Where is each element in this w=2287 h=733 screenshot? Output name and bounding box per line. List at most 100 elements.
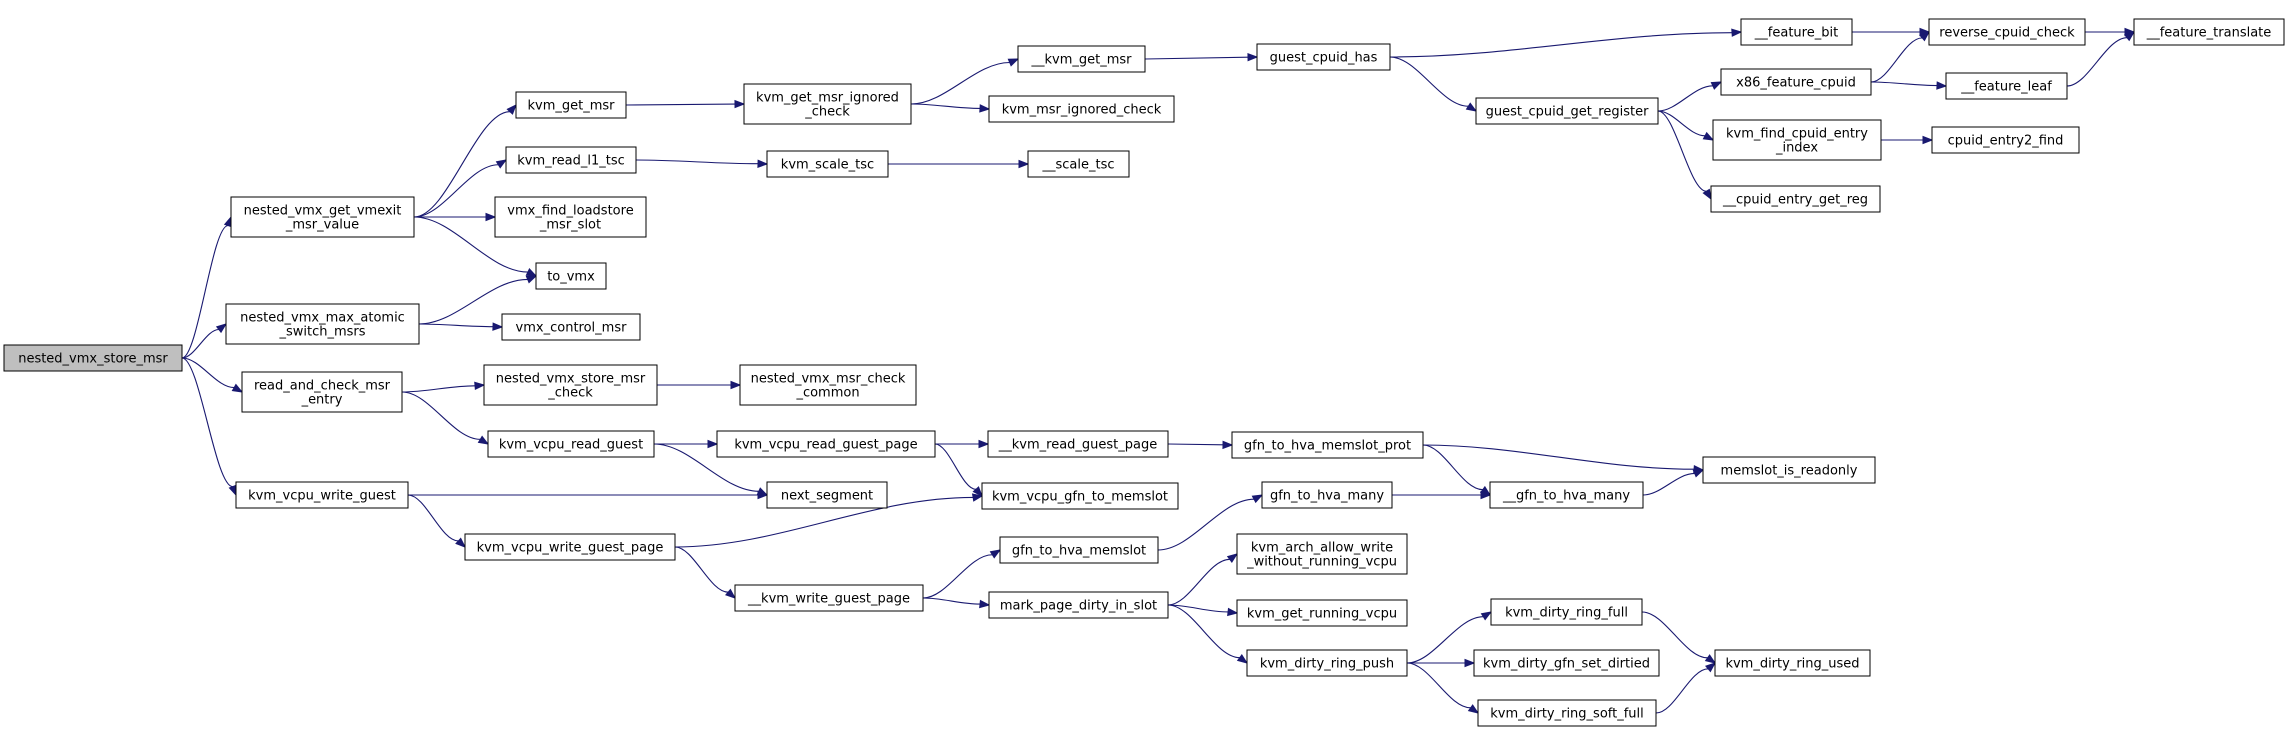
node-read-and-check-msr-entry[interactable]: read_and_check_msr_entry [241, 371, 403, 413]
node-mark-page-dirty-in-slot[interactable]: mark_page_dirty_in_slot [988, 591, 1169, 619]
node-feature-translate[interactable]: __feature_translate [2133, 18, 2285, 46]
node-kvm-msr-ignored-check[interactable]: kvm_msr_ignored_check [988, 95, 1175, 123]
node-kvm-write-guest-page[interactable]: __kvm_write_guest_page [734, 584, 924, 612]
node-kvm-get-msr-ignored-check[interactable]: kvm_get_msr_ignored_check [743, 83, 912, 125]
node-label: kvm_vcpu_write_guest [248, 489, 396, 504]
node-reverse-cpuid-check[interactable]: reverse_cpuid_check [1928, 18, 2086, 46]
node-scale-tsc[interactable]: __scale_tsc [1027, 150, 1130, 178]
edge-arrowhead [474, 381, 486, 391]
node-label: __kvm_write_guest_page [747, 592, 910, 607]
node-label: kvm_vcpu_gfn_to_memslot [992, 490, 1168, 505]
node-box [1702, 456, 1876, 484]
node-kvm-read-l1-tsc[interactable]: kvm_read_l1_tsc [505, 146, 637, 174]
edge-arrowhead [1018, 159, 1030, 169]
edge-line [1657, 85, 1713, 112]
node-gfn-to-hva-memslot-prot[interactable]: gfn_to_hva_memslot_prot [1231, 431, 1424, 459]
node-box [1473, 649, 1660, 677]
node-vmx-control-msr[interactable]: vmx_control_msr [501, 313, 641, 341]
edge-guest-cpuid-get-register-to-kvm-find-cpuid-entry-index [1657, 110, 1715, 141]
edge-arrowhead [1222, 440, 1234, 450]
edge-arrowhead [730, 380, 742, 390]
node-nested-vmx-msr-check-common[interactable]: nested_vmx_msr_check_common [739, 364, 917, 406]
node-gfn-to-hva-memslot[interactable]: gfn_to_hva_memslot [999, 536, 1159, 564]
node-label: __scale_tsc [1041, 158, 1114, 173]
node-kvm-get-msr[interactable]: kvm_get_msr [515, 91, 627, 119]
node-label: kvm_msr_ignored_check [1002, 103, 1162, 118]
node-gfn-to-hva-many[interactable]: __gfn_to_hva_many [1489, 481, 1644, 509]
node-kvm-get-msr[interactable]: __kvm_get_msr [1017, 45, 1146, 73]
node-box [766, 481, 888, 509]
edge-arrowhead [1731, 28, 1743, 37]
node-kvm-get-running-vcpu[interactable]: kvm_get_running_vcpu [1236, 599, 1408, 627]
node-kvm-vcpu-read-guest[interactable]: kvm_vcpu_read_guest [487, 430, 655, 458]
node-box [988, 95, 1175, 123]
node-nested-vmx-store-msr-check[interactable]: nested_vmx_store_msr_check [483, 364, 658, 406]
edge-kvm-vcpu-write-guest-page-to-kvm-write-guest-page [674, 546, 737, 599]
node-label: memslot_is_readonly [1721, 464, 1858, 479]
edge-kvm-find-cpuid-entry-index-to-cpuid-entry2-find [1881, 135, 1934, 145]
node-nested-vmx-max-atomic-switch-msrs[interactable]: nested_vmx_max_atomic_switch_msrs [225, 303, 420, 345]
edge-read-and-check-msr-entry-to-nested-vmx-store-msr-check [401, 381, 486, 393]
node-label: kvm_get_running_vcpu [1247, 607, 1397, 622]
edge-line [1406, 662, 1471, 709]
edge-arrowhead [1007, 58, 1020, 67]
node-kvm-dirty-ring-push[interactable]: kvm_dirty_ring_push [1246, 649, 1408, 677]
node-kvm-vcpu-write-guest-page[interactable]: kvm_vcpu_write_guest_page [464, 533, 676, 561]
node-guest-cpuid-has[interactable]: guest_cpuid_has [1256, 43, 1391, 71]
edge-arrowhead [756, 487, 769, 496]
node-label: vmx_find_loadstore [507, 204, 633, 219]
node-label: __gfn_to_hva_many [1502, 489, 1630, 504]
node-vmx-find-loadstore-msr-slot[interactable]: vmx_find_loadstore_msr_slot [494, 196, 647, 238]
node-nested-vmx-get-vmexit-msr-value[interactable]: nested_vmx_get_vmexit_msr_value [230, 196, 415, 238]
node-box [1246, 649, 1408, 677]
node-label: gfn_to_hva_memslot [1012, 544, 1146, 559]
node-kvm-read-guest-page[interactable]: __kvm_read_guest_page [987, 430, 1169, 458]
node-kvm-vcpu-write-guest[interactable]: kvm_vcpu_write_guest [235, 481, 409, 509]
edge-mark-page-dirty-in-slot-to-kvm-get-running-vcpu [1167, 604, 1239, 617]
node-box [235, 481, 409, 509]
node-box [1712, 119, 1882, 161]
edge-nested-vmx-get-vmexit-msr-value-to-kvm-read-l1-tsc [413, 159, 508, 218]
node-gfn-to-hva-many[interactable]: gfn_to_hva_many [1261, 481, 1393, 509]
edge-arrowhead [1704, 654, 1717, 664]
edge-nested-vmx-get-vmexit-msr-value-to-kvm-get-msr [413, 103, 517, 218]
node-label: gfn_to_hva_many [1270, 489, 1384, 504]
edge-gfn-to-hva-many-to-gfn-to-hva-many [1392, 490, 1492, 500]
node-kvm-find-cpuid-entry-index[interactable]: kvm_find_cpuid_entry_index [1712, 119, 1882, 161]
node-box [1231, 431, 1424, 459]
node-cpuid-entry2-find[interactable]: cpuid_entry2_find [1931, 126, 2080, 154]
node-guest-cpuid-get-register[interactable]: guest_cpuid_get_register [1475, 97, 1659, 125]
node-cpuid-entry-get-reg[interactable]: __cpuid_entry_get_reg [1710, 185, 1881, 213]
node-label: __cpuid_entry_get_reg [1722, 193, 1868, 208]
node-kvm-vcpu-gfn-to-memslot[interactable]: kvm_vcpu_gfn_to_memslot [981, 482, 1179, 510]
edge-line [413, 111, 510, 218]
node-label: nested_vmx_get_vmexit [244, 204, 402, 219]
node-to-vmx[interactable]: to_vmx [535, 262, 607, 290]
node-kvm-vcpu-read-guest-page[interactable]: kvm_vcpu_read_guest_page [716, 430, 936, 458]
node-nested-vmx-store-msr[interactable]: nested_vmx_store_msr [3, 344, 183, 372]
node-box [483, 364, 658, 406]
node-feature-bit[interactable]: __feature_bit [1740, 18, 1853, 46]
node-kvm-arch-allow-write-without-running-vcpu[interactable]: kvm_arch_allow_write_without_running_vcp… [1236, 533, 1408, 575]
node-box [987, 430, 1169, 458]
node-next-segment[interactable]: next_segment [766, 481, 888, 509]
node-x86-feature-cpuid[interactable]: x86_feature_cpuid [1720, 68, 1872, 96]
node-box [988, 591, 1169, 619]
edge-kvm-read-guest-page-to-gfn-to-hva-memslot-prot [1167, 440, 1234, 450]
edge-kvm-vcpu-read-guest-to-kvm-vcpu-read-guest-page [654, 439, 719, 449]
edge-arrowhead [971, 493, 984, 502]
node-box [716, 430, 936, 458]
edge-arrowhead [223, 215, 232, 228]
node-kvm-dirty-ring-full[interactable]: kvm_dirty_ring_full [1490, 598, 1643, 626]
edge-line [1167, 558, 1230, 606]
node-box [1475, 97, 1659, 125]
node-kvm-scale-tsc[interactable]: kvm_scale_tsc [766, 150, 889, 178]
node-kvm-dirty-gfn-set-dirtied[interactable]: kvm_dirty_gfn_set_dirtied [1473, 649, 1660, 677]
edge-line [1657, 110, 1706, 137]
node-kvm-dirty-ring-soft-full[interactable]: kvm_dirty_ring_soft_full [1477, 699, 1657, 727]
node-feature-leaf[interactable]: __feature_leaf [1945, 72, 2068, 100]
edge-arrowhead [492, 322, 504, 331]
node-memslot-is-readonly[interactable]: memslot_is_readonly [1702, 456, 1876, 484]
node-kvm-dirty-ring-used[interactable]: kvm_dirty_ring_used [1714, 649, 1871, 677]
